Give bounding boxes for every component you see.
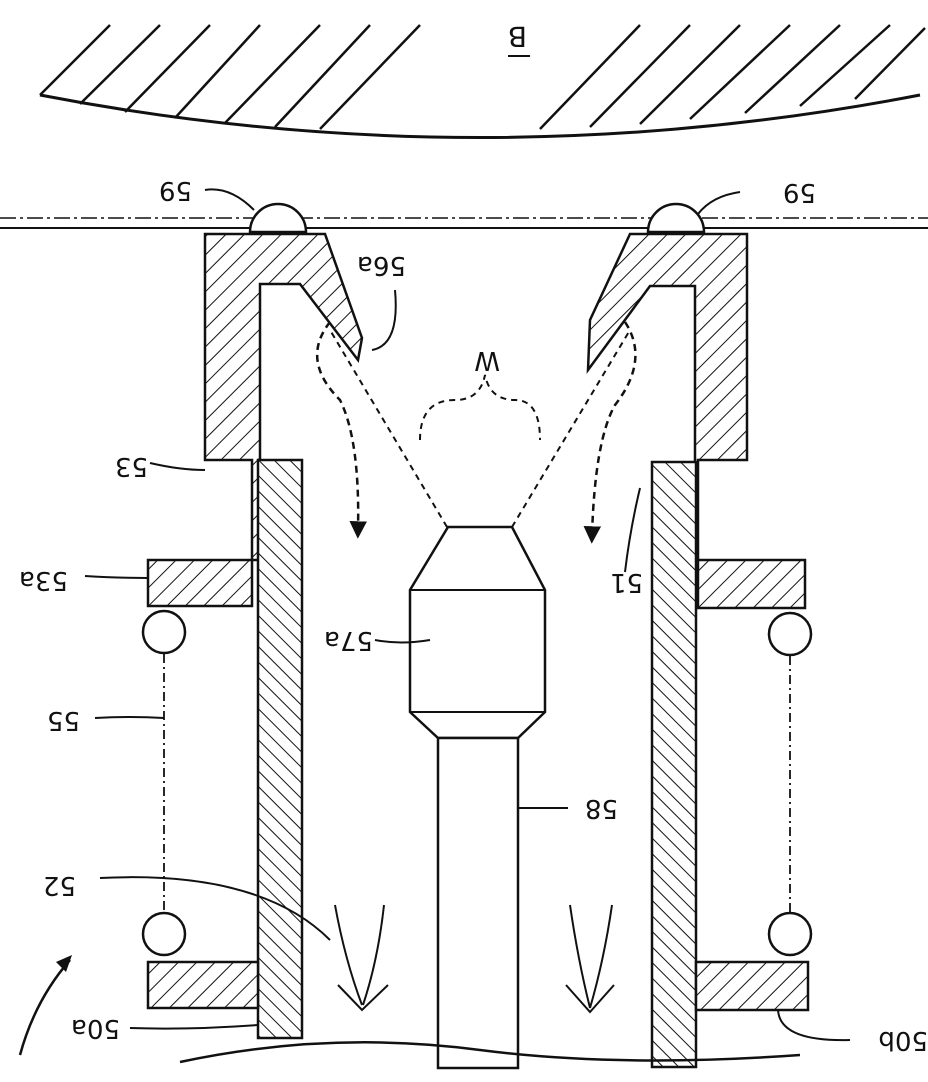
shaft-58 [436,736,520,1070]
label-51: 51 [610,567,643,597]
pointer-arrow [18,955,72,1056]
leader-lines [84,188,851,1042]
base-curve [179,1041,801,1064]
label-57a: 57a [324,625,373,655]
label-59-left: 59 [159,175,192,205]
label-55: 55 [47,705,80,735]
label-53: 53 [115,451,148,481]
flange-50a [146,960,260,1010]
label-59-right: 59 [783,177,816,207]
surface-b [39,24,926,139]
flow-arrows-bottom [334,904,615,1014]
labels-group: B 59 59 56a W 53 53a 51 57a 55 58 52 50a… [19,20,928,1055]
inner-tube-left [256,458,304,1040]
label-58: 58 [585,793,618,823]
label-52: 52 [43,870,76,900]
label-50b: 50b [878,1025,928,1055]
flange-50b [694,960,810,1012]
label-b: B [508,20,527,53]
ball-59-left [248,202,308,234]
reference-lines [0,217,928,229]
nozzle-body-53-left [146,232,364,608]
flow-arrows-dashed [315,321,637,544]
spray-cone-w [329,329,631,528]
spring-55-left [141,609,187,957]
spring-55-right [767,611,813,957]
label-w: W [474,345,500,375]
label-50a: 50a [71,1013,120,1043]
ball-59-right [646,202,706,234]
label-56a: 56a [357,250,406,280]
label-53a: 53a [19,565,68,595]
atomizer-head-57a [408,525,547,740]
inner-tube-right [650,460,698,1069]
